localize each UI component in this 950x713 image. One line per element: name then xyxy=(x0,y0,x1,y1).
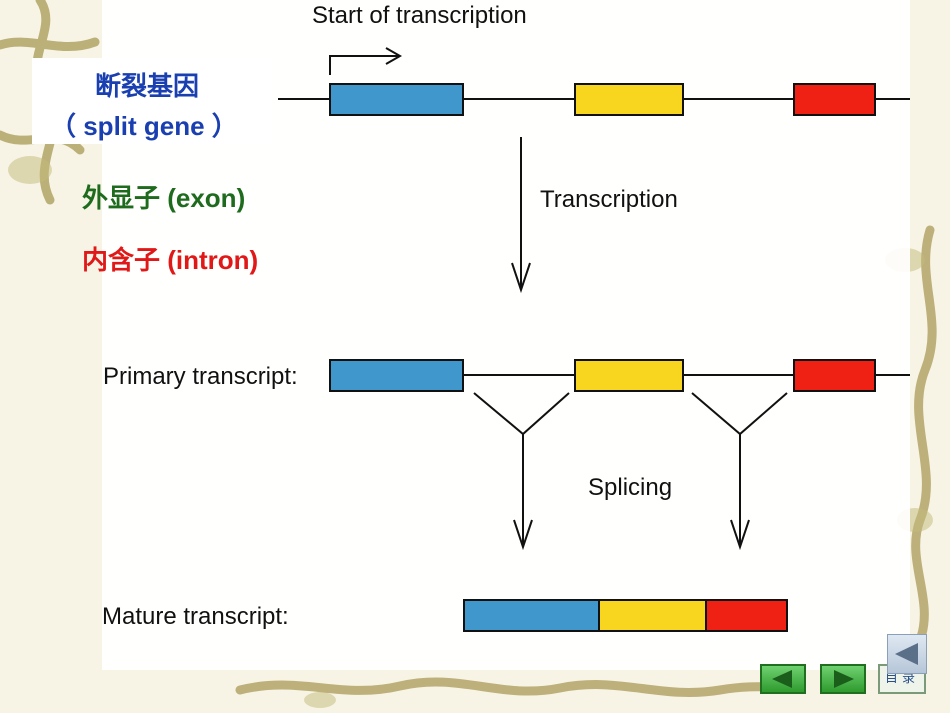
start-transcription-arrow xyxy=(329,47,403,75)
splice-junction-1 xyxy=(473,392,570,545)
primary-exon-3 xyxy=(793,359,876,392)
intron-label: 内含子 (intron) xyxy=(82,245,259,275)
back-arrow-icon xyxy=(895,643,918,665)
gene-exon-1 xyxy=(329,83,464,116)
gene-exon-2 xyxy=(574,83,684,116)
triangle-left-icon xyxy=(772,670,792,688)
transcription-arrow-head xyxy=(511,262,531,294)
splice-arrow-head-2 xyxy=(730,519,750,551)
split-gene-title-cn: 断裂基因 xyxy=(95,71,200,101)
splice-junction-2 xyxy=(691,392,788,545)
gene-exon-3 xyxy=(793,83,876,116)
splice-arrow-head-1 xyxy=(513,519,533,551)
exon-label: 外显子 (exon) xyxy=(82,183,246,213)
mature-exon-3 xyxy=(705,599,788,632)
transcription-label: Transcription xyxy=(540,186,678,213)
splicing-label: Splicing xyxy=(588,474,673,501)
mature-exon-2 xyxy=(598,599,707,632)
back-button[interactable] xyxy=(887,634,927,674)
primary-transcript-label: Primary transcript: xyxy=(103,363,298,390)
prev-slide-button[interactable] xyxy=(760,664,806,694)
split-gene-title-en: （ split gene ） xyxy=(50,111,238,141)
primary-exon-1 xyxy=(329,359,464,392)
triangle-right-icon xyxy=(834,670,854,688)
mature-transcript-label: Mature transcript: xyxy=(102,603,289,630)
start-of-transcription-label: Start of transcription xyxy=(312,2,527,29)
left-title-box xyxy=(32,58,272,144)
mature-exon-1 xyxy=(463,599,600,632)
primary-exon-2 xyxy=(574,359,684,392)
next-slide-button[interactable] xyxy=(820,664,866,694)
